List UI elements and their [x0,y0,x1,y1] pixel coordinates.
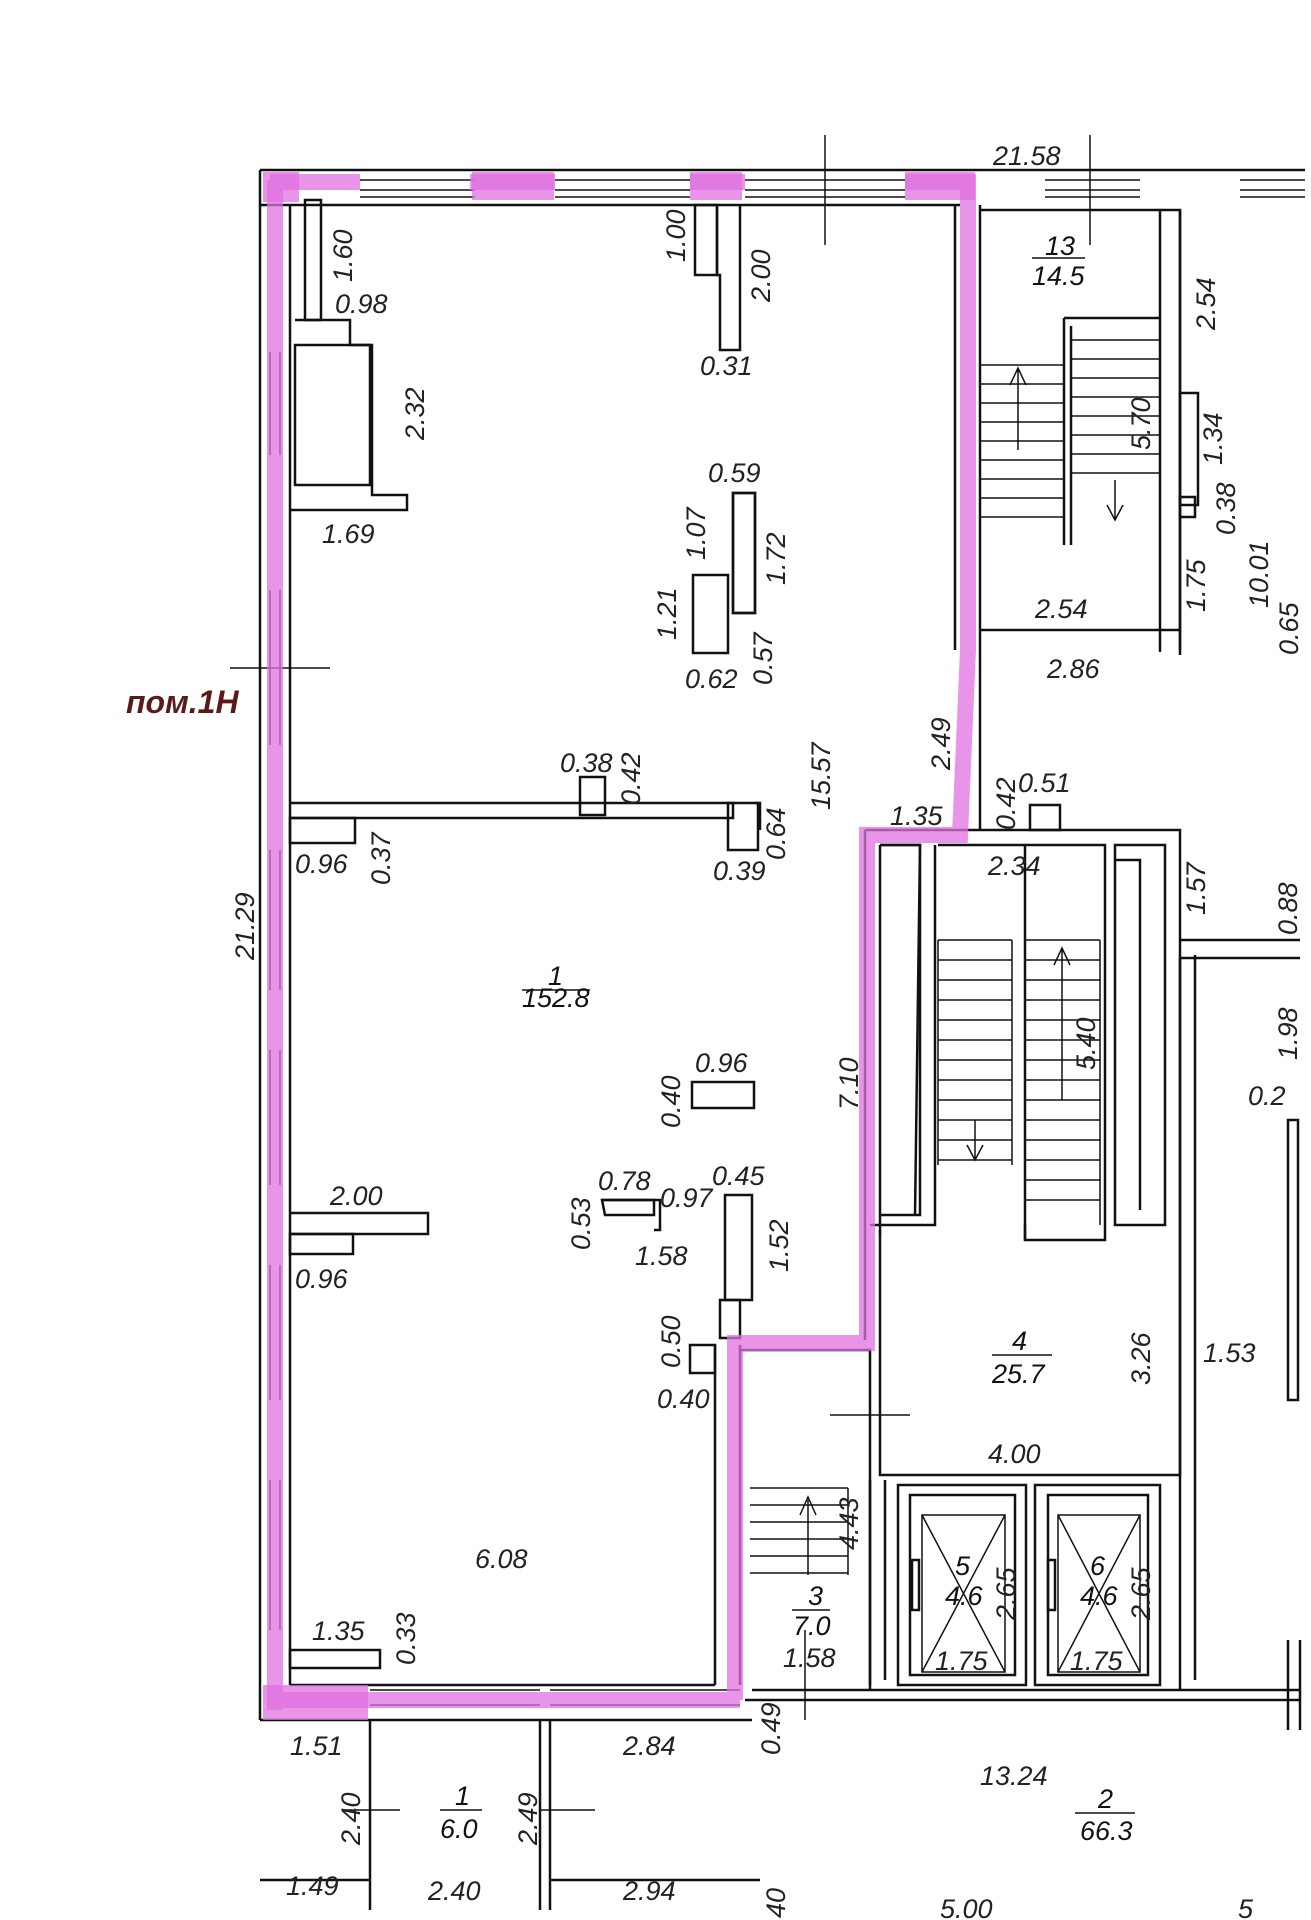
dim-label: 1.34 [1198,412,1228,465]
dim-label: 0.49 [756,1702,786,1755]
dim-label: 1.52 [764,1219,794,1272]
dim-label: 3.26 [1126,1331,1156,1385]
dim-label: 1.53 [1203,1338,1256,1368]
dim-label: 2.49 [926,717,956,771]
dim-label: 1.60 [328,229,358,282]
dim-label: 5 [1238,1894,1254,1920]
dim-label: 1.57 [1181,861,1211,915]
dim-label: 0.42 [991,777,1021,830]
dim-label: 0.88 [1273,882,1303,935]
room-1b-area: 6.0 [440,1814,478,1844]
dim-label: 0.50 [656,1315,686,1368]
room-4-number: 4 [1012,1326,1027,1356]
dim-label: 21.58 [992,141,1061,171]
room-6-area: 4.6 [1080,1581,1119,1611]
dim-label: 0.45 [712,1161,766,1191]
dim-label: 2.32 [400,387,430,441]
room-1-number: 1 [548,961,563,991]
dim-label: 0.96 [295,1264,349,1294]
dim-label: 1.75 [1070,1646,1124,1676]
dim-label: 0.2 [1248,1081,1286,1111]
dim-label: 0.38 [560,748,613,778]
dim-label: 2.40 [336,1792,366,1846]
dim-label: 1.69 [322,519,375,549]
dim-label: 2.49 [513,1792,543,1846]
dim-label: 1.75 [935,1646,989,1676]
dim-label: 6.08 [475,1544,528,1574]
room-labels: 1 152.8 1 6.0 2 66.3 3 7.0 4 25.7 5 4.6 … [126,231,1135,1846]
room-3-area: 7.0 [793,1611,831,1641]
dim-label: 0.37 [366,831,396,885]
dim-label: 0.98 [335,289,388,319]
room-2-area: 66.3 [1080,1816,1133,1846]
dim-label: 0.53 [566,1197,596,1250]
dim-label: 0.38 [1211,482,1241,535]
room-3-number: 3 [808,1581,823,1611]
dim-label: 2.54 [1191,277,1221,331]
dim-label: 0.78 [598,1166,651,1196]
room-13-number: 13 [1045,231,1075,261]
dim-label: 0.97 [660,1183,714,1213]
dim-label: 2.00 [746,249,776,303]
dim-label: 0.31 [700,351,753,381]
dim-label: 2.00 [329,1181,383,1211]
dim-label: 2.65 [1126,1566,1156,1621]
dim-label: 2.94 [622,1876,676,1906]
dim-label: 1.07 [681,506,711,560]
dim-label: 0.40 [657,1384,710,1414]
dim-label: 0.40 [656,1075,686,1128]
room-5-area: 4.6 [945,1581,984,1611]
dim-label: 0.65 [1274,601,1304,655]
premise-highlight [263,172,976,1720]
dim-label: 0.42 [616,752,646,805]
room-1-area: 152.8 [522,983,590,1013]
dim-label: 0.96 [695,1048,749,1078]
dim-label: 0.33 [391,1612,421,1665]
dim-label: 2.86 [1046,654,1101,684]
dim-label: 0.57 [748,631,778,685]
room-1b-number: 1 [455,1781,470,1811]
dim-label: 2.40 [427,1876,481,1906]
room-13-area: 14.5 [1032,261,1086,291]
dim-label: 0.59 [708,458,761,488]
dim-label: 2.34 [987,851,1041,881]
dim-label: 1.21 [652,587,682,640]
dim-label: 0.62 [685,664,738,694]
dim-label: 4.00 [988,1439,1041,1469]
dim-label: 1.35 [890,801,944,831]
dim-label: 5.40 [1071,1017,1101,1070]
dim-label: 5.70 [1126,397,1156,450]
dim-label: 7.10 [834,1057,864,1110]
dim-label: 1.58 [635,1241,688,1271]
dim-label: 1.58 [783,1643,836,1673]
dim-label: 0.51 [1018,768,1071,798]
dim-label: 1.35 [312,1616,366,1646]
dimension-labels: 21.58 1.60 0.98 1.00 2.00 0.31 2.32 1.69… [230,141,1304,1920]
dim-label: 5.00 [940,1894,993,1920]
dim-label: 1.72 [761,532,791,585]
dim-label: 2.65 [991,1566,1021,1621]
room-5-number: 5 [955,1551,971,1581]
dim-label: 21.29 [230,892,260,961]
room-6-number: 6 [1090,1551,1106,1581]
dim-label: 1.51 [290,1731,343,1761]
dim-label: 1.49 [286,1871,339,1901]
dim-label: 2.84 [622,1731,676,1761]
dim-label: 0.39 [713,856,766,886]
premise-label: пом.1Н [126,684,239,720]
dim-label: 0.96 [295,849,349,879]
room-4-area: 25.7 [991,1359,1046,1389]
dim-label: 1.75 [1181,558,1211,612]
dim-label: 10.01 [1244,540,1274,608]
dim-label: 1.98 [1273,1007,1303,1060]
dim-label: 13.24 [980,1761,1048,1791]
room-2-number: 2 [1097,1784,1113,1814]
dim-label: 0.64 [761,807,791,860]
dim-label: 40 [761,1888,791,1918]
dim-label: 1.00 [661,209,691,262]
dim-label: 4.43 [834,1497,864,1550]
dim-label: 15.57 [806,741,836,810]
dim-label: 2.54 [1034,594,1088,624]
